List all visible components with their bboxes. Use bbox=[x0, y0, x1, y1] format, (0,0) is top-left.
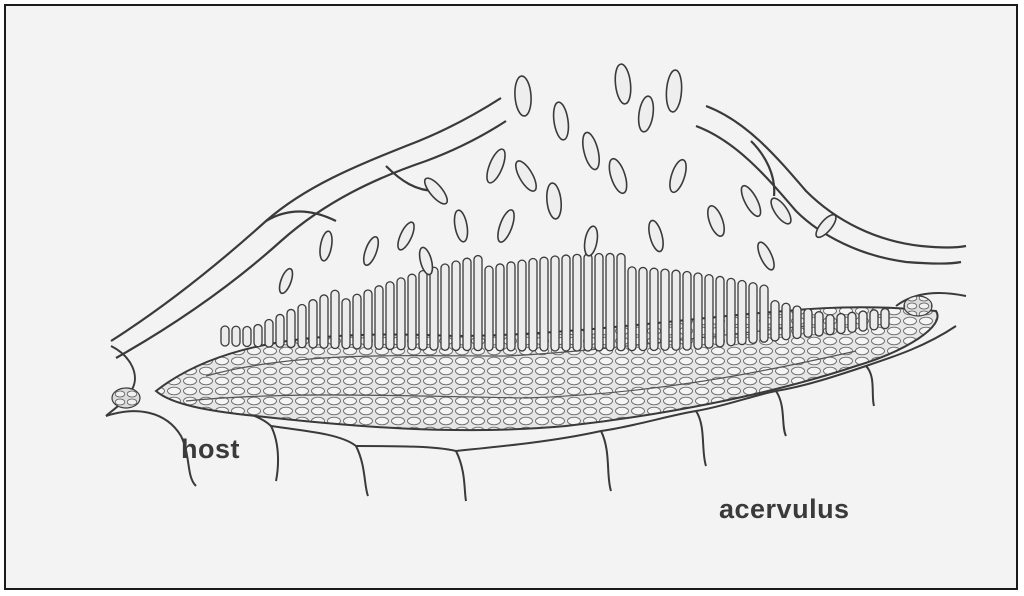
conidiophore bbox=[595, 254, 603, 351]
conidiophore bbox=[705, 275, 713, 348]
label-host: host bbox=[181, 434, 240, 465]
conidiophore bbox=[870, 310, 878, 330]
conidiophore bbox=[650, 268, 658, 350]
conidium bbox=[704, 204, 727, 239]
conidiophore bbox=[474, 256, 482, 351]
conidiophore bbox=[639, 267, 647, 350]
conidiophore bbox=[386, 282, 394, 350]
conidiophore bbox=[265, 319, 273, 347]
conidium bbox=[582, 225, 599, 257]
conidiophore bbox=[221, 326, 229, 346]
conidiophore bbox=[452, 261, 460, 350]
conidiophore bbox=[573, 254, 581, 351]
conidiophore bbox=[881, 309, 889, 329]
conidiophore bbox=[430, 267, 438, 350]
conidiophore bbox=[749, 283, 757, 344]
conidium bbox=[361, 235, 382, 267]
conidiophore bbox=[518, 260, 526, 351]
conidiophore bbox=[738, 281, 746, 345]
conidiophore bbox=[419, 271, 427, 350]
conidiophores bbox=[221, 253, 889, 351]
conidiophore bbox=[837, 314, 845, 334]
conidium bbox=[813, 212, 839, 241]
conidium bbox=[667, 158, 690, 194]
conidiophore bbox=[529, 259, 537, 351]
conidium bbox=[755, 240, 778, 272]
conidiophore bbox=[617, 254, 625, 351]
conidiophore bbox=[771, 301, 779, 341]
conidium bbox=[512, 158, 540, 194]
conidiophore bbox=[793, 306, 801, 339]
conidiophore bbox=[353, 294, 361, 349]
conidium bbox=[277, 267, 295, 295]
conidiophore bbox=[562, 255, 570, 351]
conidiophore bbox=[716, 276, 724, 346]
conidiophore bbox=[254, 325, 262, 347]
conidiophore bbox=[342, 299, 350, 349]
conidiophore bbox=[397, 278, 405, 350]
conidium bbox=[545, 182, 563, 219]
conidiophore bbox=[408, 274, 416, 350]
acervulus-diagram bbox=[6, 6, 1016, 588]
conidiophore bbox=[804, 309, 812, 338]
conidiophore bbox=[727, 278, 735, 345]
conidiophore bbox=[606, 253, 614, 350]
conidiophore bbox=[364, 290, 372, 349]
conidium bbox=[483, 147, 509, 185]
conidium bbox=[665, 70, 683, 113]
conidium bbox=[514, 75, 533, 116]
conidiophore bbox=[331, 290, 339, 348]
conidium bbox=[613, 63, 632, 104]
conidiophore bbox=[485, 266, 493, 351]
conidiophore bbox=[672, 270, 680, 350]
conidiophore bbox=[441, 264, 449, 350]
conidium bbox=[646, 219, 666, 253]
conidium bbox=[738, 183, 765, 219]
conidiophore bbox=[584, 254, 592, 351]
conidiophore bbox=[628, 267, 636, 351]
conidiophore bbox=[507, 262, 515, 351]
conidiophore bbox=[496, 264, 504, 351]
conidium bbox=[551, 101, 570, 141]
conidium bbox=[318, 230, 334, 261]
conidium bbox=[606, 157, 630, 196]
figure-frame: host acervulus bbox=[4, 4, 1018, 590]
conidiophore bbox=[276, 314, 284, 347]
conidiophore bbox=[540, 257, 548, 351]
conidiophore bbox=[309, 300, 317, 348]
conidiophore bbox=[815, 312, 823, 336]
conidium bbox=[767, 195, 794, 226]
conidiophore bbox=[287, 309, 295, 347]
conidiophore bbox=[848, 312, 856, 332]
conidium bbox=[580, 131, 603, 171]
conidiophore bbox=[232, 326, 240, 346]
conidium bbox=[637, 95, 656, 133]
conidiophore bbox=[243, 327, 251, 347]
conidiophore bbox=[298, 305, 306, 348]
label-acervulus: acervulus bbox=[719, 494, 850, 525]
conidiophore bbox=[320, 295, 328, 348]
conidiophore bbox=[782, 303, 790, 339]
conidium bbox=[495, 208, 518, 244]
conidiophore bbox=[683, 272, 691, 351]
conidiophore bbox=[463, 258, 471, 350]
conidiophore bbox=[551, 256, 559, 351]
conidiophore bbox=[694, 273, 702, 349]
conidiophore bbox=[661, 269, 669, 350]
conidiophore bbox=[859, 311, 867, 331]
conidiophore bbox=[760, 285, 768, 342]
conidiophore bbox=[375, 286, 383, 350]
conidiophore bbox=[826, 315, 834, 335]
conidium bbox=[395, 220, 418, 252]
conidium bbox=[452, 209, 469, 243]
